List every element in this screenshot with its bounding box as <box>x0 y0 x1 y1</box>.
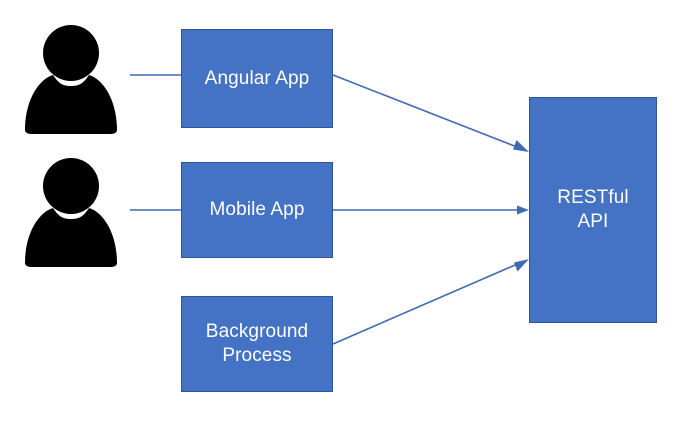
user-head-icon <box>43 158 99 214</box>
arrow-background-process-to-restful-api <box>332 259 529 345</box>
user-body-icon <box>25 75 117 134</box>
user-body-icon <box>25 208 117 267</box>
arrow-angular-app-to-restful-api <box>332 74 529 152</box>
node-restful-api[interactable]: RESTful API <box>529 97 657 323</box>
node-mobile-app[interactable]: Mobile App <box>181 162 333 258</box>
user-actor-icon <box>25 158 117 267</box>
arrow-mobile-app-to-restful-api <box>333 205 529 215</box>
node-background-process[interactable]: Background Process <box>181 296 333 392</box>
user-head-icon <box>43 25 99 81</box>
user-actor-icon <box>25 25 117 134</box>
node-angular-app[interactable]: Angular App <box>181 29 333 128</box>
